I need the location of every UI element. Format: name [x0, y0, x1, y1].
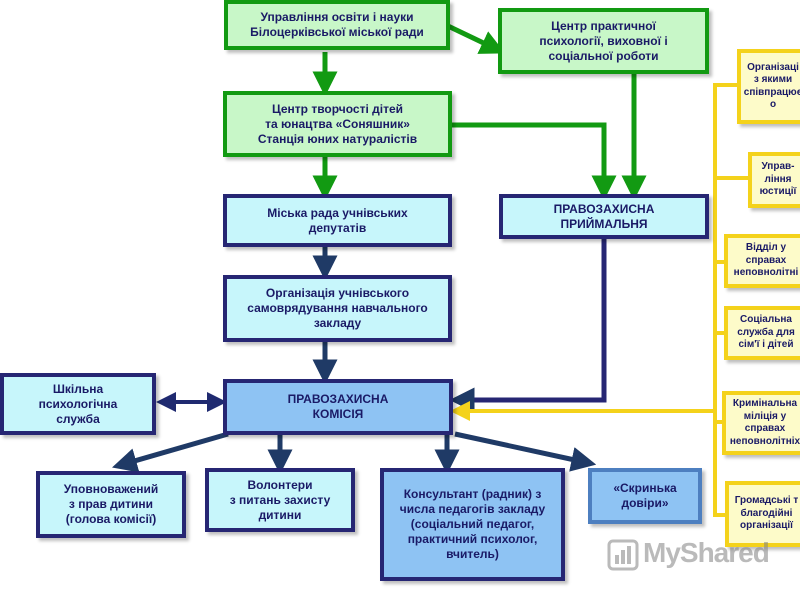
- node-orhanizatsiia-samovriaduvannia: Організація учнівського самоврядування н…: [223, 275, 452, 342]
- node-tsentr-tvorchosti: Центр творчості дітей та юнацтва «Соняшн…: [223, 91, 452, 157]
- node-shkilna-psykholohichna-sluzhba: Шкільна психологічна служба: [0, 373, 156, 435]
- watermark-icon: [607, 539, 639, 571]
- arrow-pryimalnia-to-komisiia: [449, 238, 607, 413]
- watermark-text: MyShared: [643, 537, 770, 568]
- arrow-upravlinnia-to-tsentr-psykholohii: [446, 23, 506, 54]
- node-upovnovazhenyi: Уповноважений з прав дитини (голова комі…: [36, 471, 186, 538]
- node-konsultant: Консультант (радник) з числа педагогів з…: [380, 468, 565, 581]
- side-node-kryminalna-militsiia: Кримінальна міліція у справах неповноліт…: [722, 391, 800, 455]
- side-node-orhanizatsii: Організаці з якими співпрацює о: [737, 49, 800, 124]
- side-node-hromadski-orhanizatsii: Громадські т благодійні організації: [725, 481, 800, 547]
- node-pravozakhysna-komisiia: ПРАВОЗАХИСНА КОМІСІЯ: [223, 379, 453, 435]
- node-volontery: Волонтери з питань захисту дитини: [205, 468, 355, 532]
- arrow-komisiia-to-upovnovazhenyi: [111, 431, 229, 473]
- arrow-komisiia-to-skrynka: [454, 431, 597, 472]
- side-node-viddil-u-spravakh: Відділ у справах неповнолітні: [724, 234, 800, 288]
- node-pravozakhysna-pryimalnia: ПРАВОЗАХИСНА ПРИЙМАЛЬНЯ: [499, 194, 709, 239]
- side-node-sotsialna-sluzhba: Соціальна служба для сім'ї і дітей: [724, 306, 800, 360]
- watermark-logo: MyShared: [607, 535, 770, 575]
- arrow-tsentr-tvorchosti-to-pryimalnia: [451, 122, 617, 201]
- node-tsentr-psykholohii: Центр практичної психології, виховної і …: [498, 8, 709, 74]
- node-upravlinnia-osvity: Управління освіти і науки Білоцерківсько…: [224, 0, 450, 50]
- node-miska-rada: Міська рада учнівських депутатів: [223, 194, 452, 247]
- side-node-upravlinnia-yustytsii: Управ- ління юстиції: [748, 152, 800, 208]
- node-skrynka-doviry: «Скринька довіри»: [588, 468, 702, 524]
